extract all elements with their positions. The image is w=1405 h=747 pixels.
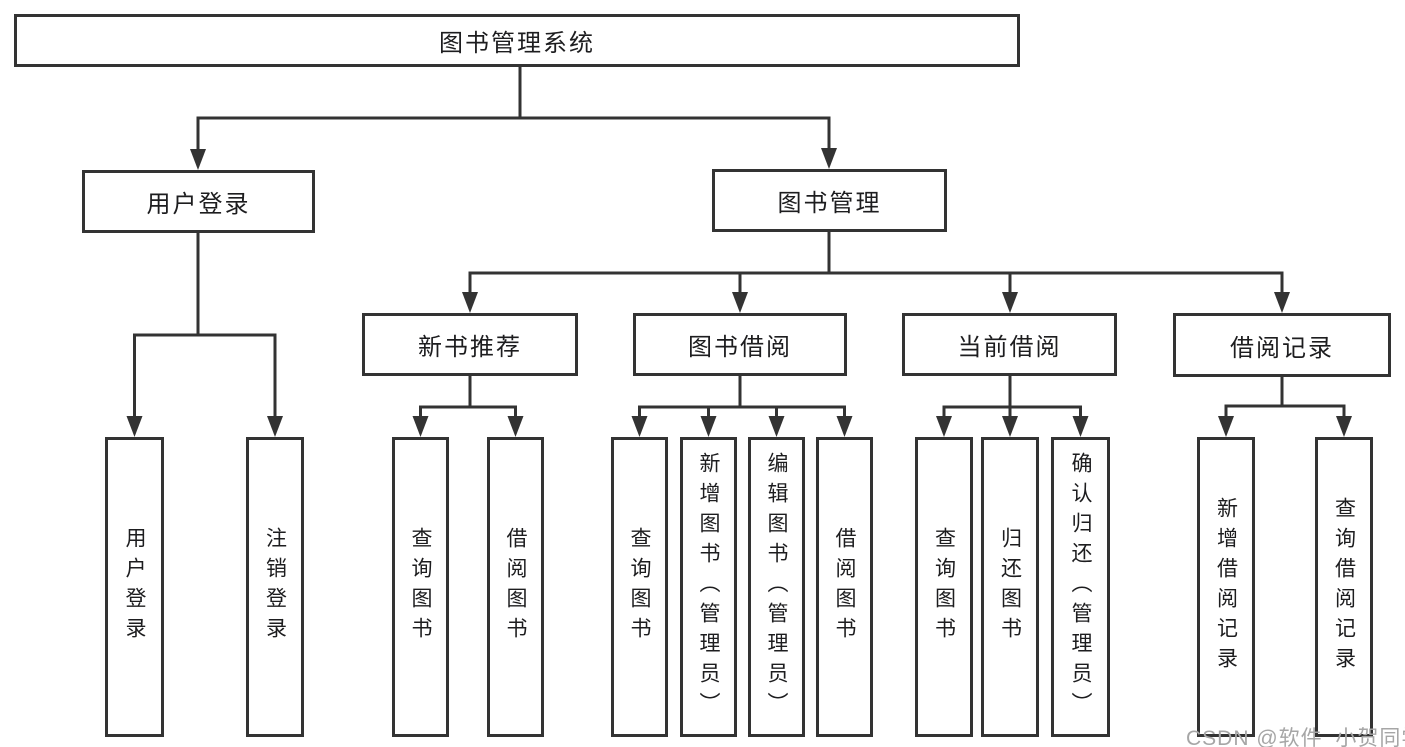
leaf-query-borrow-record: 查询借阅记录 bbox=[1315, 437, 1373, 737]
csdn-watermark: CSDN @软件_小贺同学 bbox=[1186, 727, 1405, 747]
leaf-return-book: 归还图书 bbox=[981, 437, 1039, 737]
arrowhead bbox=[1072, 416, 1089, 437]
arrowhead bbox=[462, 292, 478, 313]
arrowhead bbox=[1002, 292, 1018, 313]
node-label: 新书推荐 bbox=[418, 334, 522, 361]
arrowhead bbox=[732, 292, 748, 313]
node-new-book-recommend: 新书推荐 bbox=[362, 313, 578, 376]
node-current-borrow: 当前借阅 bbox=[902, 313, 1117, 376]
node-library-system: 图书管理系统 bbox=[14, 14, 1020, 67]
node-label: 借阅图书 bbox=[504, 527, 527, 647]
connector-borrow-records bbox=[1224, 377, 1346, 420]
node-label: 借阅图书 bbox=[833, 527, 856, 647]
arrowhead bbox=[1218, 416, 1234, 437]
connector-root-level2 bbox=[196, 66, 831, 152]
leaf-add-book-admin: 新增图书（管理员） bbox=[680, 437, 737, 737]
node-label: 确认归还（管理员） bbox=[1069, 452, 1092, 722]
node-label: 图书管理系统 bbox=[439, 30, 595, 57]
node-book-management: 图书管理 bbox=[712, 169, 947, 232]
arrowhead bbox=[126, 416, 143, 437]
arrowhead bbox=[507, 416, 524, 437]
node-borrow-records: 借阅记录 bbox=[1173, 313, 1391, 377]
arrowhead bbox=[700, 416, 717, 437]
arrowhead bbox=[1336, 416, 1352, 437]
node-label: 图书借阅 bbox=[688, 334, 792, 361]
node-label: 查询借阅记录 bbox=[1332, 497, 1356, 677]
node-label: 查询图书 bbox=[409, 527, 432, 647]
node-label: 图书管理 bbox=[777, 190, 882, 217]
connector-new-book bbox=[419, 376, 517, 420]
leaf-add-borrow-record: 新增借阅记录 bbox=[1197, 437, 1255, 737]
leaf-query-books-borrow: 查询图书 bbox=[611, 437, 668, 737]
node-label: 用户登录 bbox=[123, 527, 146, 647]
node-label: 查询图书 bbox=[628, 527, 651, 647]
leaf-borrow-books: 借阅图书 bbox=[816, 437, 873, 737]
node-label: 注销登录 bbox=[263, 527, 287, 647]
arrowhead bbox=[768, 416, 785, 437]
arrowhead bbox=[1002, 416, 1018, 437]
node-label: 编辑图书（管理员） bbox=[765, 452, 788, 722]
arrowhead bbox=[631, 416, 648, 437]
node-label: 新增图书（管理员） bbox=[697, 452, 720, 722]
node-label: 查询图书 bbox=[932, 527, 956, 647]
leaf-query-books-recommend: 查询图书 bbox=[392, 437, 449, 737]
connector-user-login bbox=[133, 233, 277, 420]
leaf-query-books-current: 查询图书 bbox=[915, 437, 973, 737]
arrowhead bbox=[836, 416, 853, 437]
node-label: 新增借阅记录 bbox=[1214, 497, 1238, 677]
leaf-user-login: 用户登录 bbox=[105, 437, 164, 737]
node-label: 当前借阅 bbox=[957, 334, 1062, 361]
connector-book-management bbox=[468, 232, 1284, 296]
leaf-confirm-return-admin: 确认归还（管理员） bbox=[1051, 437, 1110, 737]
leaf-logout: 注销登录 bbox=[246, 437, 304, 737]
node-label: 用户登录 bbox=[146, 191, 251, 218]
arrowhead bbox=[190, 149, 206, 170]
leaf-edit-book-admin: 编辑图书（管理员） bbox=[748, 437, 805, 737]
connector-book-borrow bbox=[638, 376, 846, 420]
arrowhead bbox=[821, 148, 837, 169]
arrowhead bbox=[412, 416, 429, 437]
arrowhead bbox=[936, 416, 952, 437]
node-user-login: 用户登录 bbox=[82, 170, 315, 233]
arrowhead bbox=[267, 416, 283, 437]
node-label: 借阅记录 bbox=[1230, 334, 1334, 362]
connector-current-borrow bbox=[942, 376, 1082, 420]
arrowhead bbox=[1274, 292, 1290, 313]
node-book-borrow: 图书借阅 bbox=[633, 313, 847, 376]
leaf-borrow-books-recommend: 借阅图书 bbox=[487, 437, 544, 737]
node-label: 归还图书 bbox=[998, 527, 1022, 647]
